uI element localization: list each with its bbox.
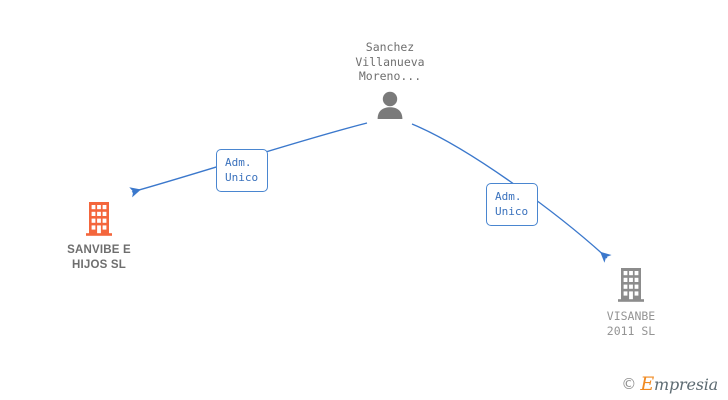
building-icon bbox=[34, 200, 164, 236]
company-name-sanvibe: SANVIBE E HIJOS SL bbox=[67, 244, 131, 271]
brand-initial: E bbox=[640, 373, 654, 395]
edge-label-adm-unico-sanvibe[interactable]: Adm. Unico bbox=[216, 149, 268, 192]
node-company-visanbe[interactable]: VISANBE 2011 SL bbox=[566, 266, 696, 339]
brand-logo: Empresia bbox=[640, 375, 718, 394]
person-name-label: Sanchez Villanueva Moreno... bbox=[355, 40, 425, 83]
node-person[interactable]: Sanchez Villanueva Moreno... bbox=[338, 40, 442, 119]
node-company-sanvibe[interactable]: SANVIBE E HIJOS SL bbox=[34, 200, 164, 272]
copyright-icon: © bbox=[621, 375, 637, 393]
person-icon bbox=[338, 89, 442, 119]
company-name-visanbe: VISANBE 2011 SL bbox=[606, 309, 656, 338]
building-icon bbox=[566, 266, 696, 302]
brand-rest: mpresia bbox=[654, 375, 718, 394]
watermark: © Empresia bbox=[621, 375, 718, 394]
edge-label-adm-unico-visanbe[interactable]: Adm. Unico bbox=[486, 183, 538, 226]
